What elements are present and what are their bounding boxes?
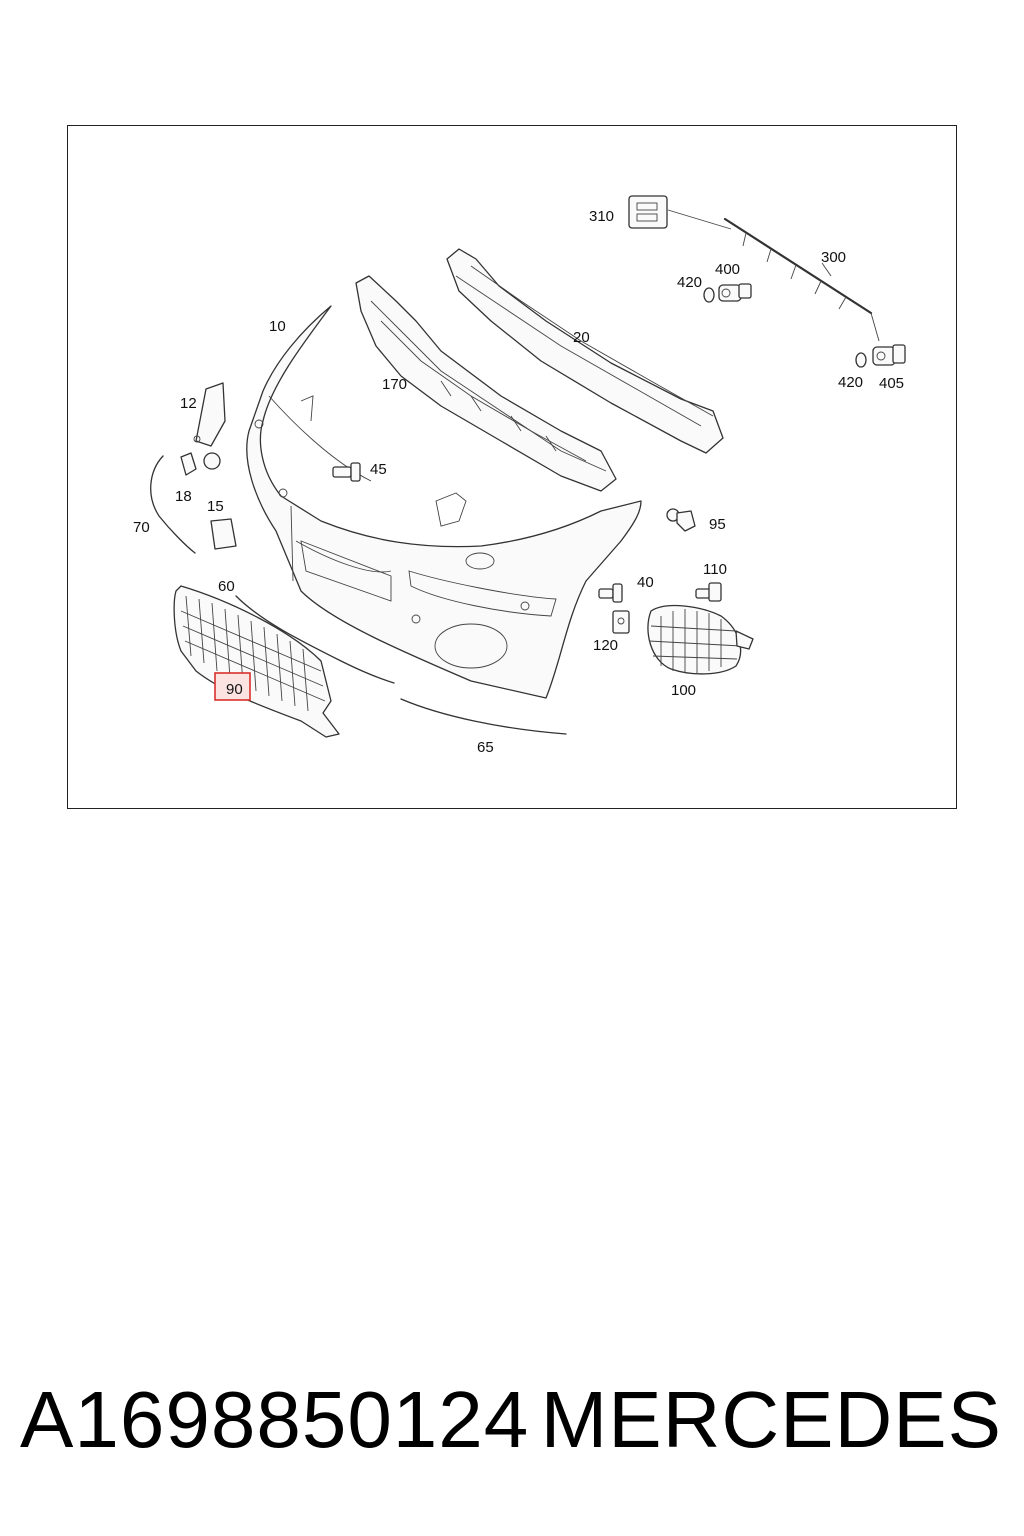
- part-400-parking-sensor: [703, 283, 752, 303]
- part-170-bumper-carrier: [355, 275, 617, 492]
- bumper-exploded-diagram: 310 300 400 420 420 405 20 10 170 12 18 …: [133, 195, 906, 756]
- brand-name: MERCEDES: [540, 1375, 1002, 1464]
- callout-60: 60: [218, 578, 235, 595]
- callout-420-upper: 420: [677, 274, 702, 291]
- callout-420-lower: 420: [838, 374, 863, 391]
- callout-170: 170: [382, 376, 407, 393]
- footer: A1698850124 MERCEDES: [0, 1370, 1024, 1480]
- part-100-fog-grille: [647, 604, 754, 675]
- part-310-bracket: [628, 195, 732, 230]
- callout-310: 310: [589, 208, 614, 225]
- callout-70: 70: [133, 519, 150, 536]
- part-number: A1698850124: [20, 1375, 530, 1464]
- callout-405: 405: [879, 375, 904, 392]
- callout-12: 12: [180, 395, 197, 412]
- part-40-screw: [598, 583, 623, 603]
- part-300-wiring-harness: [723, 217, 880, 342]
- callout-45: 45: [370, 461, 387, 478]
- part-65-trim-strip: [400, 698, 567, 735]
- part-70-trim-strip: [150, 455, 196, 554]
- callout-15: 15: [207, 498, 224, 515]
- callout-18: 18: [175, 488, 192, 505]
- callout-90-highlight: 90: [214, 672, 251, 701]
- part-12-tow-hook-cover: [193, 382, 226, 447]
- callout-120: 120: [593, 637, 618, 654]
- callout-110: 110: [703, 561, 727, 578]
- part-110-screw: [695, 582, 722, 602]
- callout-65: 65: [477, 739, 494, 756]
- part-10-bumper-cover: [246, 305, 642, 699]
- callout-10: 10: [269, 318, 286, 335]
- callout-40: 40: [637, 574, 654, 591]
- callout-20: 20: [573, 329, 590, 346]
- part-95-rivet: [666, 508, 696, 532]
- parts-diagram-frame: 310 300 400 420 420 405 20 10 170 12 18 …: [67, 125, 957, 809]
- part-15-cover-cap: [210, 518, 237, 550]
- part-120-clip-nut: [612, 610, 630, 634]
- part-18-clip: [180, 452, 221, 476]
- callout-95: 95: [709, 516, 726, 533]
- callout-90: 90: [226, 681, 243, 698]
- part-20-energy-absorber: [446, 248, 724, 454]
- part-45-screw: [332, 462, 361, 482]
- part-60-trim-strip: [235, 595, 395, 684]
- part-90-lower-grille: [173, 585, 340, 738]
- callout-100: 100: [671, 682, 696, 699]
- callout-400: 400: [715, 261, 740, 278]
- callout-300: 300: [821, 249, 846, 266]
- part-405-parking-sensor: [855, 344, 906, 368]
